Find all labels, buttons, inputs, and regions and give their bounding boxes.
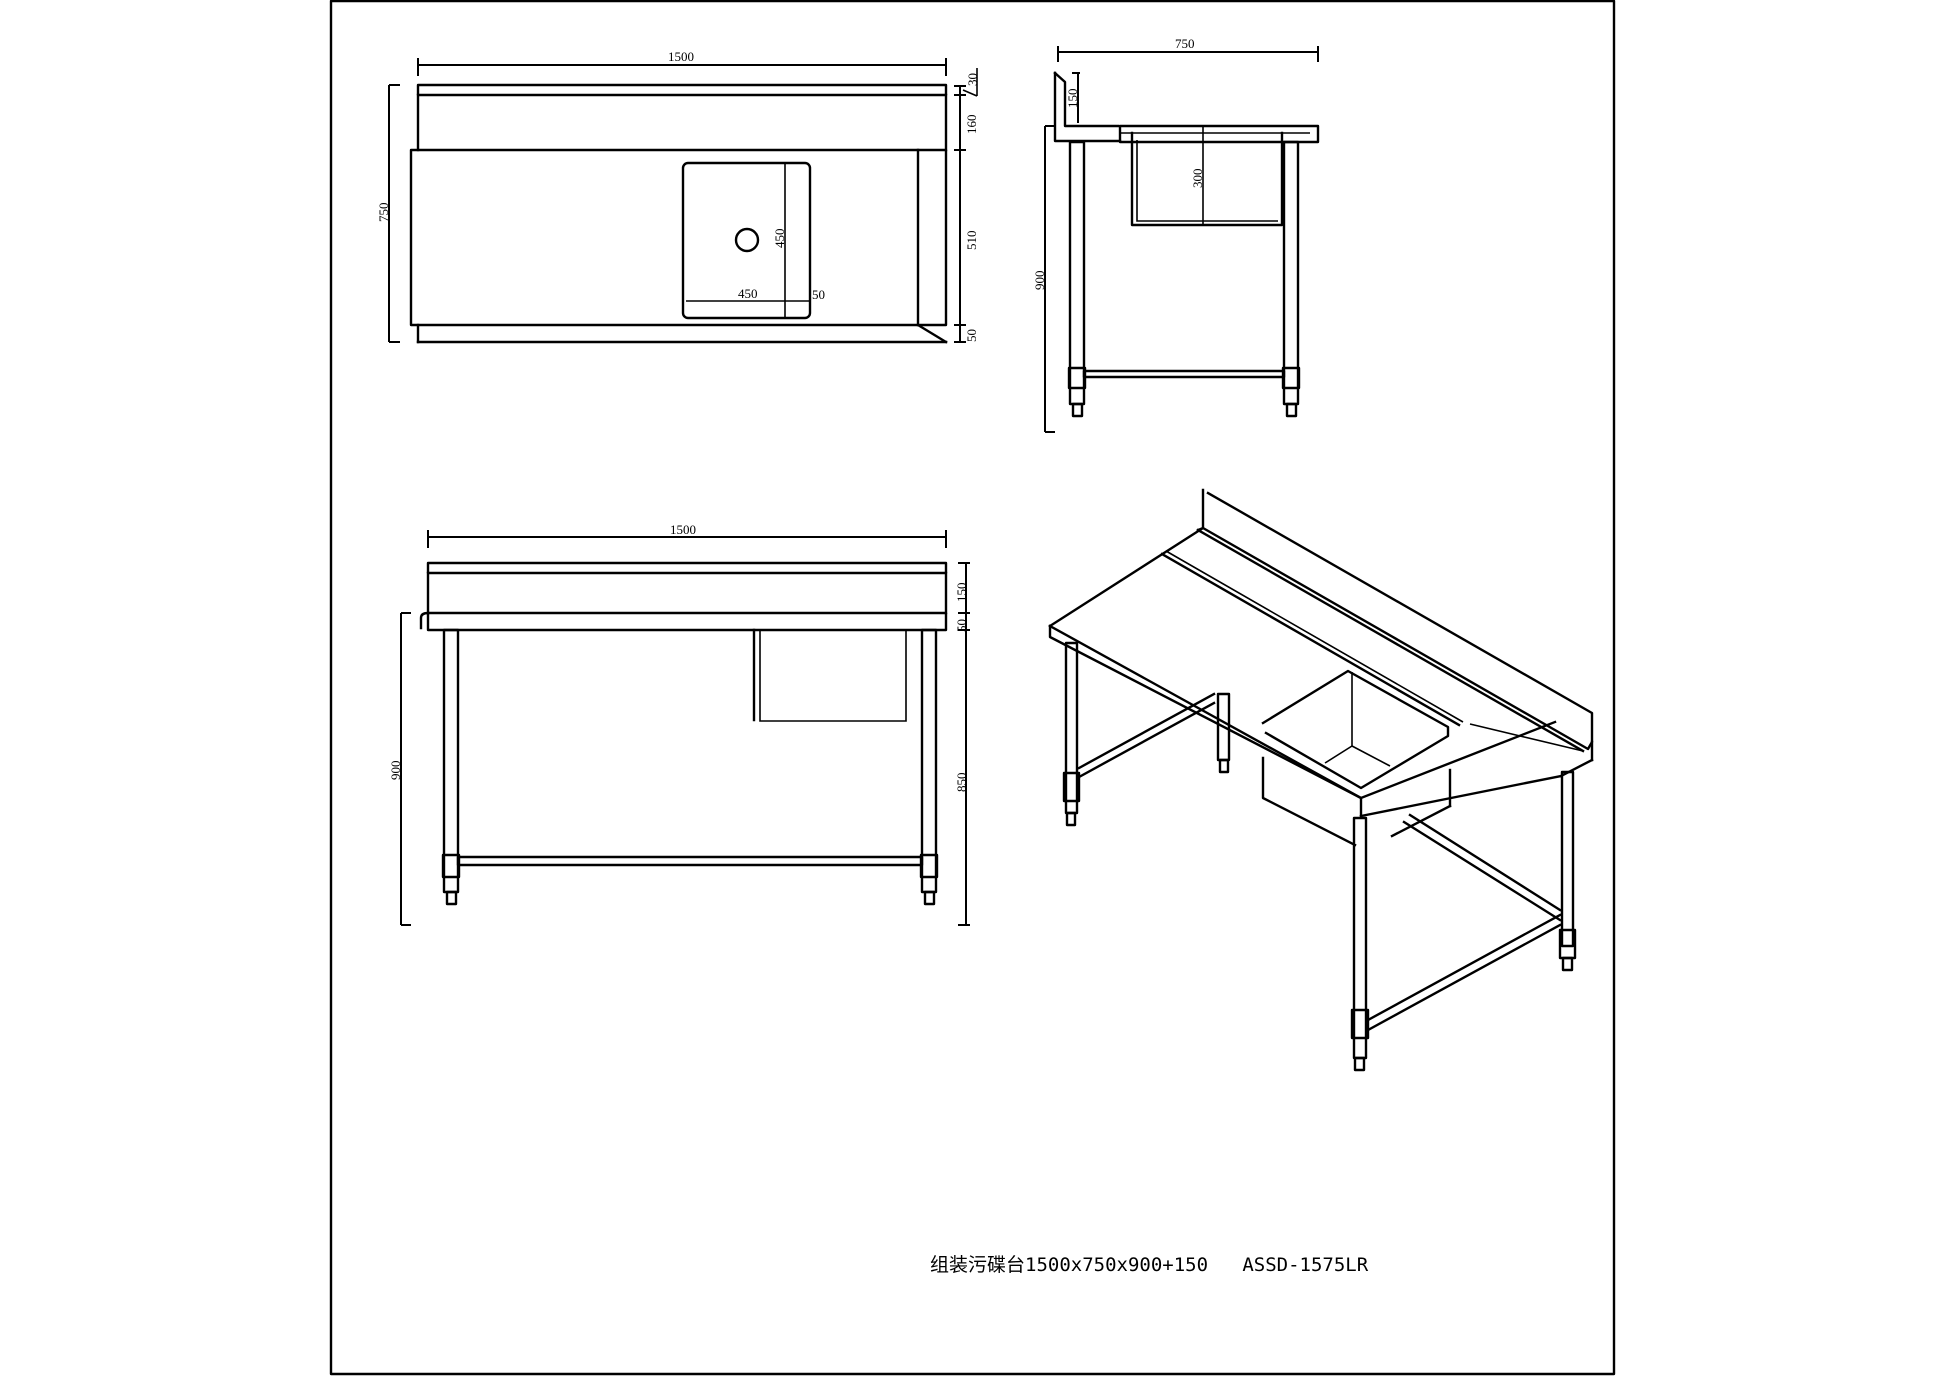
sink-width-dim: 450 [738,286,758,301]
sink-depth-dim: 450 [772,229,787,249]
top-right-dim-30: 30 [965,73,980,86]
front-top-thickness-dim: 50 [954,619,969,632]
drain-hole-icon [734,227,760,253]
front-view: 1500 900 150 50 850 [388,522,970,926]
front-width-dim: 1500 [670,522,696,537]
drawing-title: 组装污碟台1500x750x900+150 [930,1254,1209,1276]
sink-offset-dim: 50 [812,287,825,302]
side-height-dim: 900 [1032,271,1047,291]
side-backsplash-dim: 150 [1065,89,1080,109]
top-right-dim-50: 50 [964,329,979,342]
model-code: ASSD-1575LR [1242,1254,1369,1276]
top-depth-dim: 750 [376,203,391,223]
side-view: 750 150 300 900 [1032,36,1320,433]
top-sink-outline [681,161,812,320]
drawing-title-block: 组装污碟台1500x750x900+150 ASSD-1575LR [930,1250,1368,1277]
front-backsplash-dim: 150 [954,583,969,603]
top-right-dim-510: 510 [964,231,979,251]
side-depth-dim: 750 [1175,36,1195,51]
top-view: 1500 750 450 450 50 30 160 510 [376,49,980,344]
sheet-border [329,0,1616,1376]
isometric-view [1048,488,1594,1072]
side-sink-depth-dim: 300 [1190,169,1205,189]
front-leg-height-dim: 850 [954,773,969,793]
top-right-dim-160: 160 [964,115,979,135]
front-height-dim: 900 [388,761,403,781]
top-width-dim: 1500 [668,49,694,64]
